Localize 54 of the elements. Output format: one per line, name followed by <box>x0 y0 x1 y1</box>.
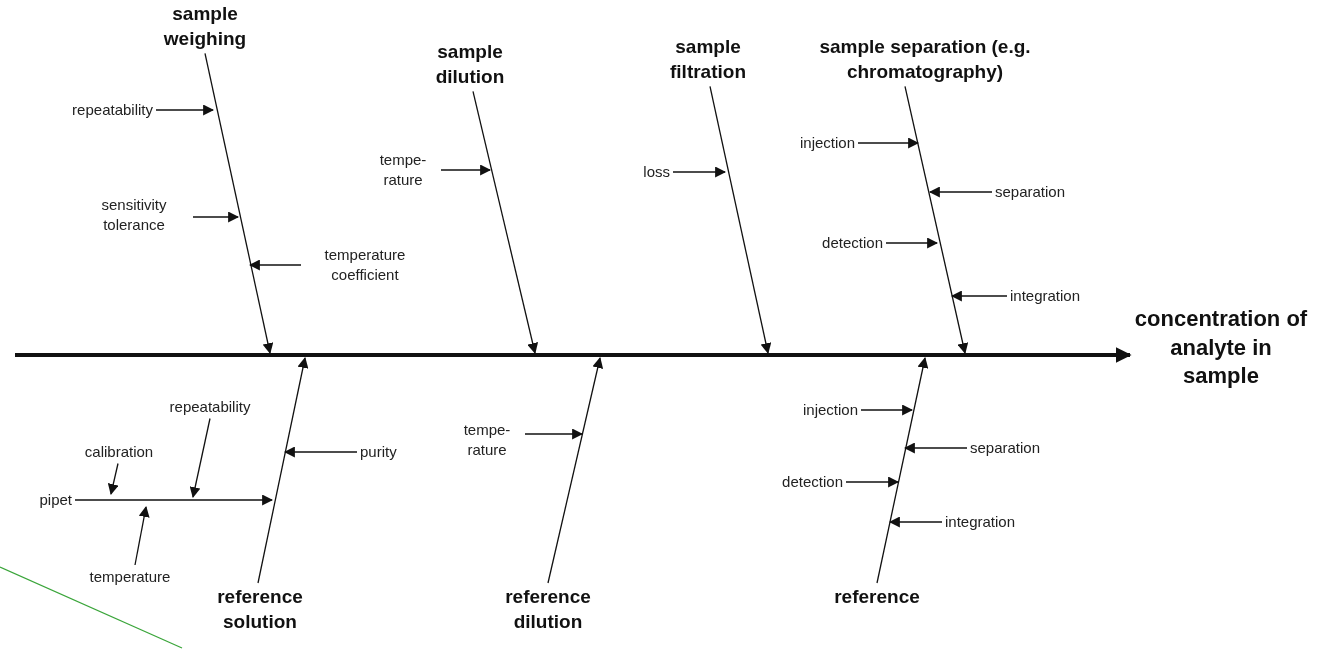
arrow <box>888 516 943 528</box>
arrow <box>672 166 727 178</box>
arrow <box>440 164 492 176</box>
cause-heading: reference solution <box>195 585 325 635</box>
cause-heading: sample separation (e.g. chromatography) <box>813 35 1037 85</box>
arrow <box>134 505 150 566</box>
arrow <box>189 417 211 499</box>
arrow <box>248 259 302 271</box>
cause-label: temperature coefficient <box>304 245 426 284</box>
cause-heading: sample dilution <box>410 40 530 90</box>
arrow <box>524 428 584 440</box>
cause-label: tempe- rature <box>368 150 438 189</box>
arrow <box>107 462 119 496</box>
arrow <box>709 85 772 355</box>
arrow <box>547 356 604 584</box>
cause-label: injection <box>765 133 855 153</box>
cause-label: detection <box>783 233 883 253</box>
arrow <box>950 290 1008 302</box>
arrow <box>857 137 920 149</box>
cause-label: loss <box>620 162 670 182</box>
cause-heading: reference dilution <box>483 585 613 635</box>
arrow <box>74 494 274 506</box>
cause-heading: sample filtration <box>648 35 768 85</box>
arrow <box>845 476 900 488</box>
main-arrow <box>15 347 1132 363</box>
arrow <box>204 52 274 355</box>
arrow <box>904 85 969 355</box>
cause-label: separation <box>970 438 1080 458</box>
arrow <box>928 186 993 198</box>
cause-label: purity <box>360 442 430 462</box>
arrow <box>257 356 309 584</box>
cause-label: repeatability <box>150 397 270 417</box>
cause-label: pipet <box>32 490 72 510</box>
cause-label: integration <box>1010 286 1125 306</box>
cause-label: calibration <box>80 442 158 462</box>
cause-heading: reference <box>812 585 942 610</box>
cause-label: detection <box>743 472 843 492</box>
cause-label: separation <box>995 182 1105 202</box>
arrow <box>192 211 240 223</box>
arrow <box>860 404 914 416</box>
cause-label: tempe- rature <box>452 420 522 459</box>
arrow <box>155 104 215 116</box>
effect-label: concentration of analyte in sample <box>1133 305 1309 391</box>
cause-label: temperature <box>70 567 190 587</box>
arrow <box>903 442 968 454</box>
arrow <box>885 237 939 249</box>
arrow <box>283 446 358 458</box>
arrow <box>876 356 929 584</box>
cause-label: repeatability <box>43 100 153 120</box>
cause-heading: sample weighing <box>145 2 265 52</box>
arrow <box>472 90 539 355</box>
cause-label: sensitivity tolerance <box>78 195 190 234</box>
cause-label: integration <box>945 512 1060 532</box>
cause-label: injection <box>768 400 858 420</box>
